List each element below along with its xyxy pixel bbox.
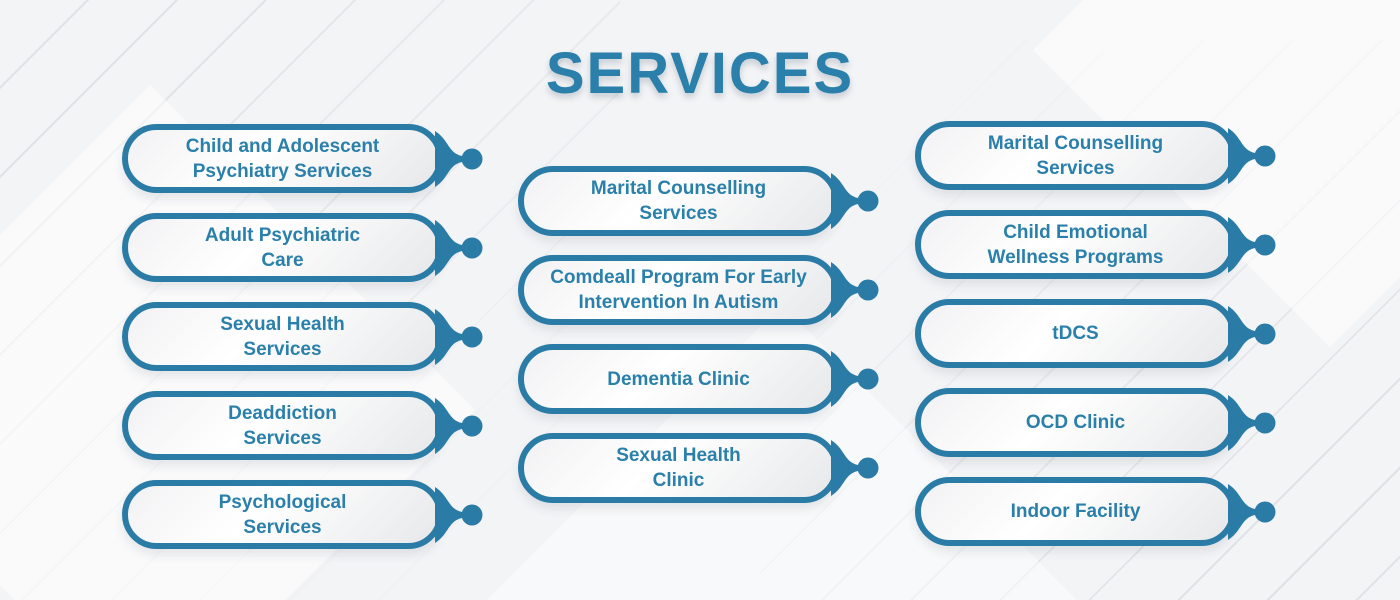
service-label: tDCS bbox=[1052, 323, 1099, 344]
service-label: Deaddiction Services bbox=[228, 402, 337, 449]
service-pill-child-adolescent-psychiatry[interactable]: Child and Adolescent Psychiatry Services bbox=[122, 124, 483, 193]
service-label: Child Emotional Wellness Programs bbox=[987, 221, 1164, 268]
connector-dot-icon bbox=[1228, 394, 1276, 451]
service-label: OCD Clinic bbox=[1025, 412, 1126, 433]
service-pill-sexual-health-services[interactable]: Sexual Health Services bbox=[122, 302, 483, 371]
connector-dot-icon bbox=[435, 219, 483, 276]
services-column-right: Marital Counselling Services Child Emoti… bbox=[915, 121, 1276, 546]
service-label: Marital Counselling Services bbox=[590, 178, 767, 224]
service-pill-deaddiction-services[interactable]: Deaddiction Services bbox=[122, 391, 483, 460]
service-label: Indoor Facility bbox=[1010, 501, 1141, 522]
connector-dot-icon bbox=[831, 262, 879, 318]
service-pill-marital-counselling-services-right[interactable]: Marital Counselling Services bbox=[915, 121, 1276, 190]
connector-dot-icon bbox=[831, 173, 879, 229]
services-column-middle: Marital Counselling Services Comdeall Pr… bbox=[518, 166, 879, 503]
connector-dot-icon bbox=[435, 397, 483, 454]
connector-dot-icon bbox=[1228, 127, 1276, 184]
connector-dot-icon bbox=[435, 308, 483, 365]
service-pill-marital-counselling-services-mid[interactable]: Marital Counselling Services bbox=[518, 166, 879, 236]
service-label: Adult Psychiatric Care bbox=[204, 224, 361, 271]
service-label: Sexual Health Clinic bbox=[616, 445, 741, 491]
service-pill-adult-psychiatric-care[interactable]: Adult Psychiatric Care bbox=[122, 213, 483, 282]
service-label: Sexual Health Services bbox=[220, 313, 345, 360]
service-label: Psychological Services bbox=[218, 491, 347, 538]
connector-dot-icon bbox=[1228, 216, 1276, 273]
connector-dot-icon bbox=[831, 440, 879, 496]
service-label: Dementia Clinic bbox=[607, 368, 750, 390]
page-title: SERVICES bbox=[545, 41, 855, 106]
connector-dot-icon bbox=[1228, 483, 1276, 540]
service-label: Marital Counselling Services bbox=[987, 132, 1164, 179]
service-label: Comdeall Program For Early Intervention … bbox=[550, 267, 807, 313]
service-pill-dementia-clinic[interactable]: Dementia Clinic bbox=[518, 344, 879, 414]
connector-dot-icon bbox=[435, 130, 483, 187]
service-pill-comdeall-autism-program[interactable]: Comdeall Program For Early Intervention … bbox=[518, 255, 879, 325]
service-pill-psychological-services[interactable]: Psychological Services bbox=[122, 480, 483, 549]
service-pill-sexual-health-clinic[interactable]: Sexual Health Clinic bbox=[518, 433, 879, 503]
connector-dot-icon bbox=[1228, 305, 1276, 362]
service-pill-tdcs[interactable]: tDCS bbox=[915, 299, 1276, 368]
connector-dot-icon bbox=[831, 351, 879, 407]
service-pill-ocd-clinic[interactable]: OCD Clinic bbox=[915, 388, 1276, 457]
service-label: Child and Adolescent Psychiatry Services bbox=[185, 135, 380, 182]
connector-dot-icon bbox=[435, 486, 483, 543]
service-pill-indoor-facility[interactable]: Indoor Facility bbox=[915, 477, 1276, 546]
services-column-left: Child and Adolescent Psychiatry Services… bbox=[122, 124, 483, 549]
service-pill-child-emotional-wellness[interactable]: Child Emotional Wellness Programs bbox=[915, 210, 1276, 279]
